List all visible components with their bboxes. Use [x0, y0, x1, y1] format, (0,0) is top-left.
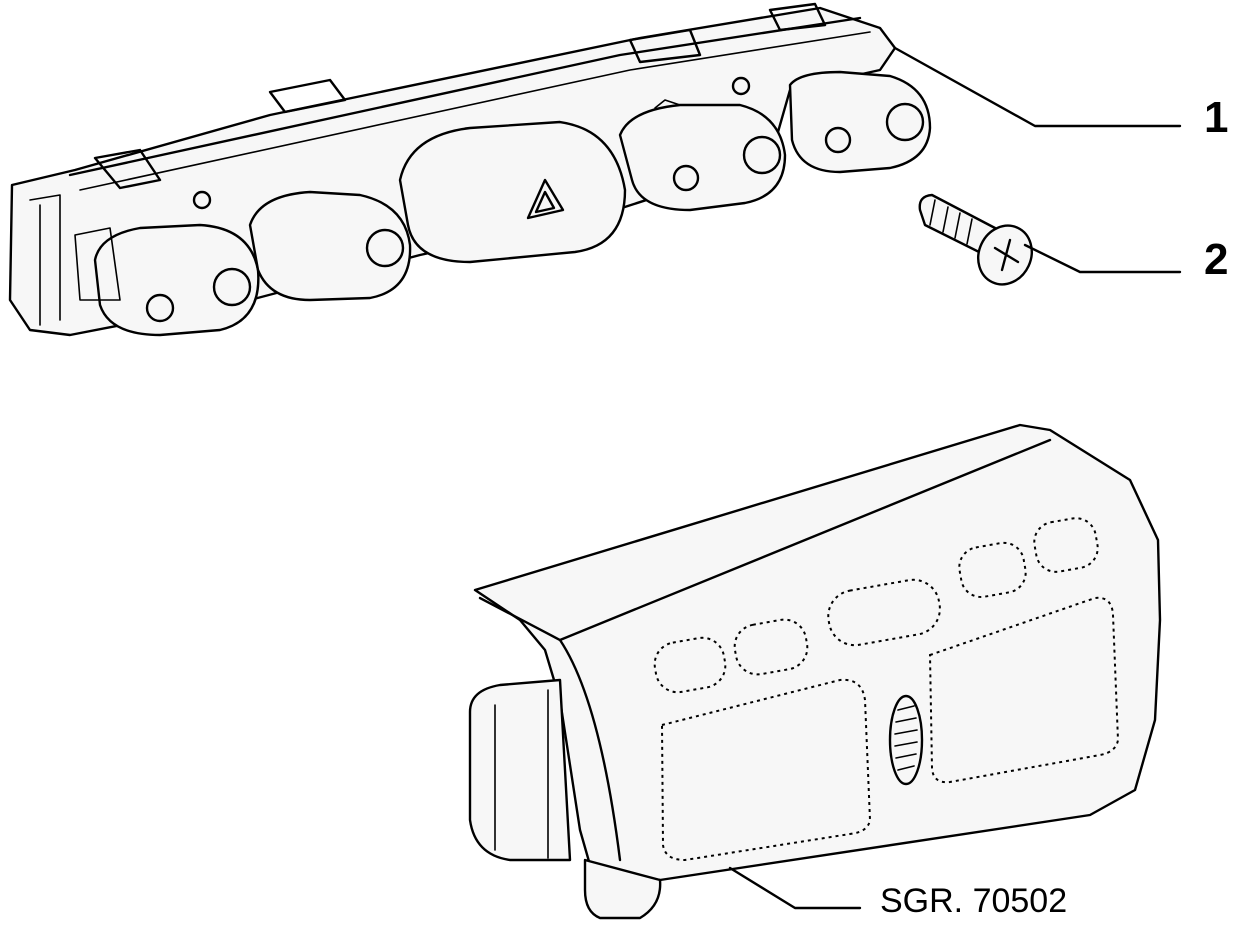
bezel-opening-1 [653, 636, 727, 694]
retaining-clip-4 [768, 2, 827, 32]
rear-connector-block [468, 678, 572, 862]
bezel-opening-2 [733, 618, 809, 676]
switch-panel-assembly [8, 2, 932, 337]
leader-line-1 [893, 46, 1182, 128]
bezel-opening-3 [827, 578, 941, 647]
trim-bezel-bottom-tab [583, 858, 662, 920]
retaining-clip-3 [628, 28, 702, 64]
retaining-clip-2 [268, 78, 347, 114]
leader-line-2 [1023, 243, 1182, 274]
switch-button-4 [618, 99, 787, 212]
bezel-window-left [660, 678, 872, 862]
bezel-opening-5 [1033, 517, 1099, 573]
trim-bezel-left-curve [558, 638, 622, 862]
trim-bezel-face [473, 423, 1162, 882]
bezel-window-right [928, 596, 1120, 784]
callout-part-1: 1 [1204, 93, 1228, 142]
housing-hole-left [192, 190, 212, 210]
housing-top-rail-inner [79, 31, 871, 191]
retaining-clip-1 [93, 148, 162, 190]
phillips-screw-icon [993, 238, 1020, 272]
hazard-switch-button [398, 120, 627, 264]
switch-button-5 [788, 70, 932, 174]
callout-part-2: 2 [1204, 235, 1228, 284]
callout-group-reference: SGR. 70502 [880, 882, 1067, 920]
dimmer-thumbwheel [888, 694, 924, 786]
housing-hole-right [731, 76, 751, 96]
leader-line-ref [728, 866, 862, 910]
mounting-screw [918, 193, 1033, 286]
trim-bezel [468, 423, 1162, 920]
hazard-triangle-icon [526, 178, 565, 220]
switch-button-2 [248, 190, 412, 302]
housing-front-ledge [29, 194, 61, 326]
